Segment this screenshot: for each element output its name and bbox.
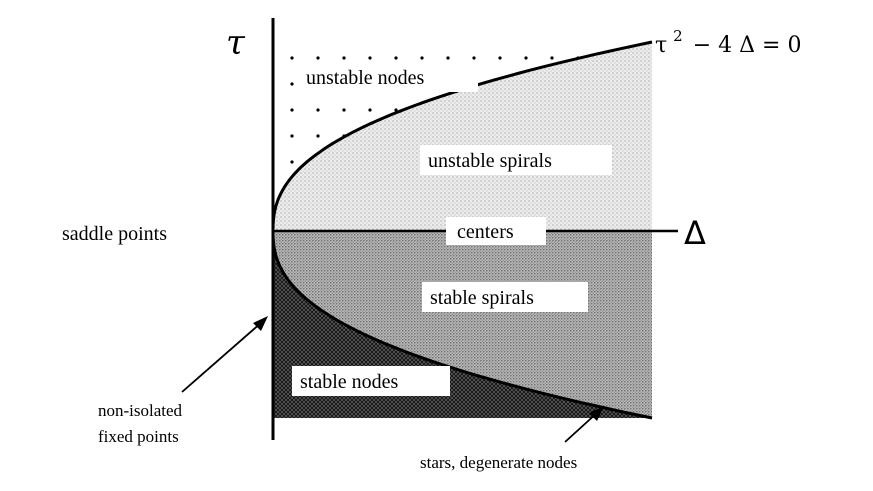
delta-axis-label: Δ [684,214,706,252]
unstable-nodes-label-bg [298,62,478,92]
stable-spirals-label: stable spirals [430,287,534,309]
non-isolated-label-line2: fixed points [98,427,179,446]
stable-nodes-label: stable nodes [300,371,399,393]
unstable-spirals-label-bg [420,145,612,175]
stars-arrow-head [589,406,604,421]
parabola-upper-branch [271,40,653,231]
stable-nodes-label-bg [292,366,450,396]
centers-label: centers [457,221,514,243]
equation-exponent: 2 [673,27,683,45]
tau-axis-label: τ [226,23,246,63]
saddle-points-label: saddle points [62,223,167,245]
equation-base: τ [655,33,667,58]
parabola-lower-branch [271,231,653,420]
centers-label-bg [446,217,546,245]
non-isolated-label-line1: non-isolated [98,401,183,420]
stable-spirals-region [273,231,652,418]
parabola-equation: τ 2 − 4 Δ = 0 [655,27,801,58]
unstable-spirals-region [273,42,652,231]
stars-label: stars, degenerate nodes [420,453,577,472]
unstable-nodes-label: unstable nodes [306,67,425,89]
stars-arrow-shaft [564,411,599,443]
non-isolated-arrow-shaft [181,321,263,393]
equation-rest: − 4 Δ = 0 [693,33,802,58]
non-isolated-arrow-head [253,316,268,331]
unstable-spirals-label: unstable spirals [428,150,552,172]
stable-spirals-label-bg [422,282,588,312]
